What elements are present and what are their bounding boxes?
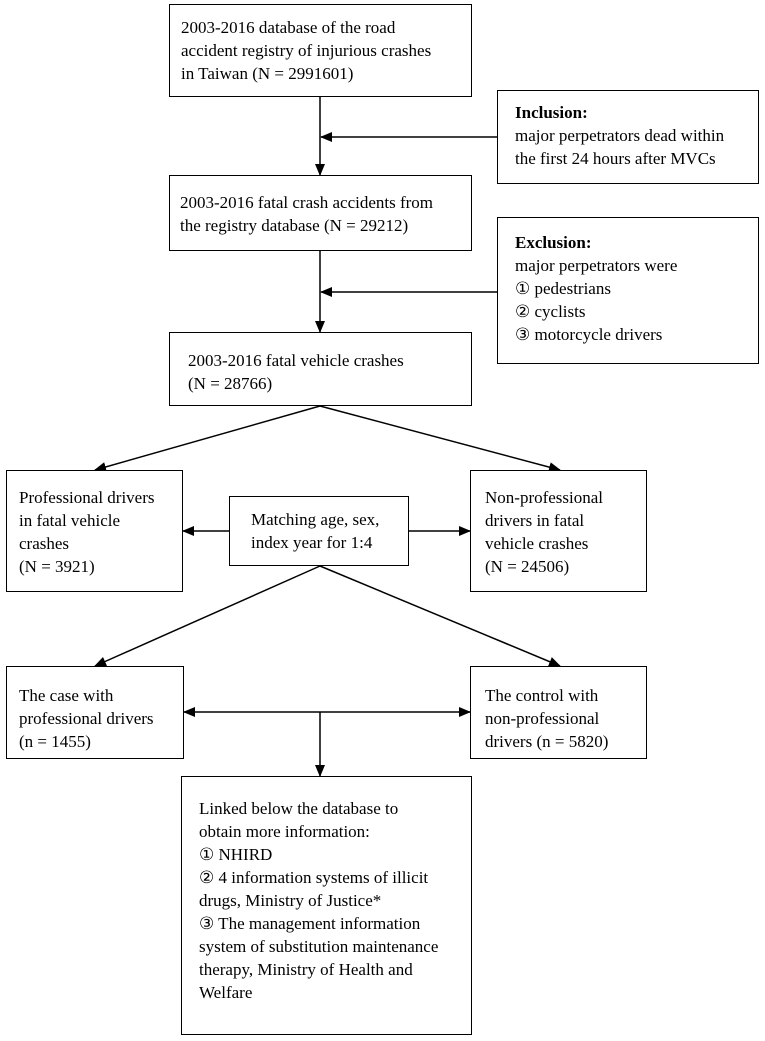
fatal-accidents-line-1: 2003-2016 fatal crash accidents from: [180, 193, 434, 212]
linked-line-8: therapy, Ministry of Health and: [199, 960, 413, 979]
fatal-vehicle-box: 2003-2016 fatal vehicle crashes (N = 287…: [169, 332, 472, 406]
control-box: The control with non-professional driver…: [470, 666, 647, 759]
linked-line-4: ② 4 information systems of illicit: [199, 868, 429, 887]
fatal-vehicle-line-2: (N = 28766): [188, 374, 273, 393]
fatal-accidents-line-2: the registry database (N = 29212): [180, 216, 409, 235]
database-line-2: accident registry of injurious crashes: [181, 41, 432, 60]
non-professional-box: Non-professional drivers in fatal vehicl…: [470, 470, 647, 592]
professional-line-4: (N = 3921): [19, 557, 95, 576]
case-line-3: (n = 1455): [19, 732, 91, 751]
control-line-1: The control with: [485, 686, 599, 705]
linked-line-9: Welfare: [199, 983, 253, 1002]
database-box: 2003-2016 database of the road accident …: [169, 4, 472, 97]
case-box: The case with professional drivers (n = …: [6, 666, 184, 759]
database-line-3: in Taiwan (N = 2991601): [181, 64, 354, 83]
professional-line-2: in fatal vehicle: [19, 511, 121, 530]
professional-line-1: Professional drivers: [19, 488, 155, 507]
case-line-2: professional drivers: [19, 709, 154, 728]
inclusion-line-2: the first 24 hours after MVCs: [515, 149, 716, 168]
inclusion-box: Inclusion: major perpetrators dead withi…: [497, 90, 759, 184]
fatal-vehicle-line-1: 2003-2016 fatal vehicle crashes: [188, 351, 404, 370]
non-professional-line-3: vehicle crashes: [485, 534, 589, 553]
exclusion-heading: Exclusion:: [515, 233, 592, 252]
control-line-3: drivers (n = 5820): [485, 732, 609, 751]
matching-line-1: Matching age, sex,: [251, 510, 380, 529]
linked-line-3: ① NHIRD: [199, 845, 273, 864]
control-line-2: non-professional: [485, 709, 600, 728]
professional-line-3: crashes: [19, 534, 70, 553]
arrow-fatal-vehicle-to-professional: [94, 405, 321, 472]
fatal-accidents-box: 2003-2016 fatal crash accidents from the…: [169, 175, 472, 251]
linked-line-5: drugs, Ministry of Justice*: [199, 891, 382, 910]
matching-box: Matching age, sex, index year for 1:4: [229, 496, 409, 566]
linked-box: Linked below the database to obtain more…: [181, 776, 472, 1035]
linked-line-2: obtain more information:: [199, 822, 370, 841]
linked-line-7: system of substitution maintenance: [199, 937, 439, 956]
arrow-fatal-vehicle-to-non-professional: [319, 405, 561, 472]
inclusion-heading: Inclusion:: [515, 103, 588, 122]
non-professional-line-2: drivers in fatal: [485, 511, 585, 530]
database-line-1: 2003-2016 database of the road: [181, 18, 396, 37]
inclusion-line-1: major perpetrators dead within: [515, 126, 725, 145]
linked-line-1: Linked below the database to: [199, 799, 399, 818]
professional-box: Professional drivers in fatal vehicle cr…: [6, 470, 183, 592]
linked-line-6: ③ The management information: [199, 914, 421, 933]
non-professional-line-1: Non-professional: [485, 488, 604, 507]
exclusion-line-2: ① pedestrians: [515, 279, 611, 298]
non-professional-line-4: (N = 24506): [485, 557, 570, 576]
exclusion-box: Exclusion: major perpetrators were ① ped…: [497, 217, 759, 364]
exclusion-line-4: ③ motorcycle drivers: [515, 325, 663, 344]
case-line-1: The case with: [19, 686, 114, 705]
matching-line-2: index year for 1:4: [251, 533, 373, 552]
exclusion-line-1: major perpetrators were: [515, 256, 678, 275]
exclusion-line-3: ② cyclists: [515, 302, 586, 321]
